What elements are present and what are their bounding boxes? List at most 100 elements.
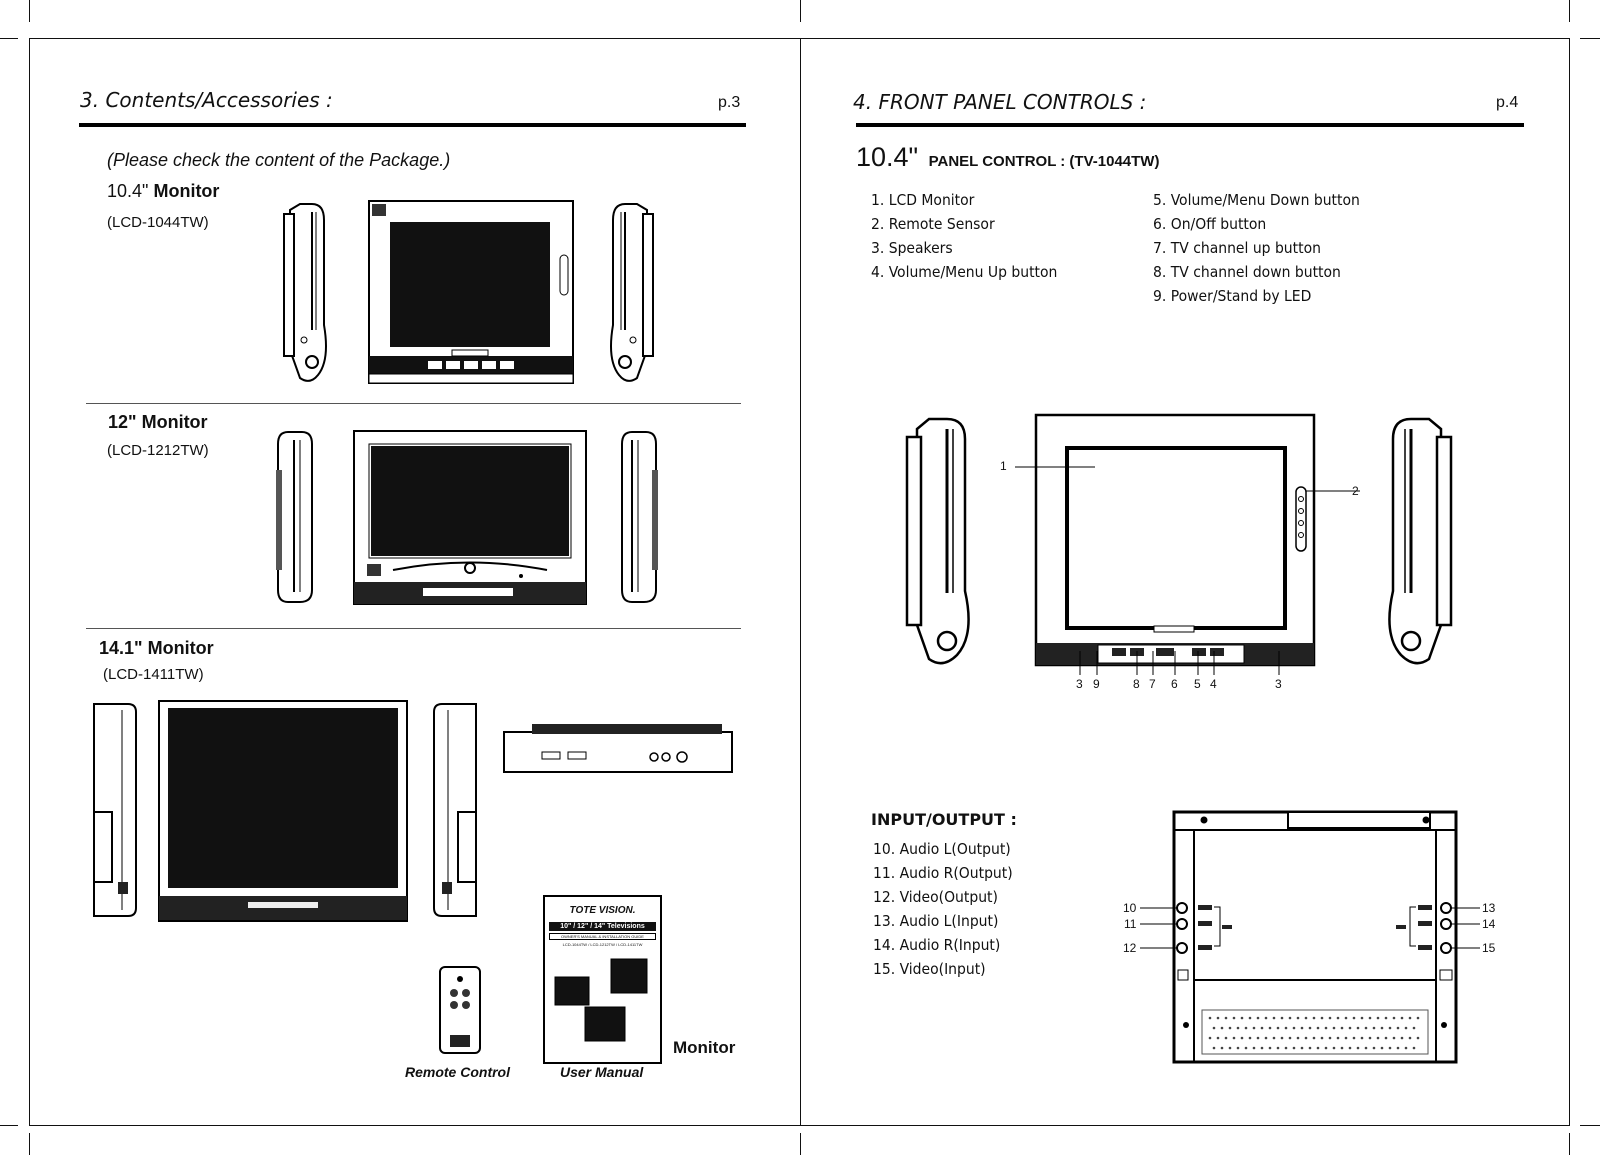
crop-mark bbox=[1580, 38, 1600, 39]
monitor-12-side-left bbox=[276, 431, 313, 603]
monitor-14-side-right bbox=[433, 703, 477, 917]
crop-mark bbox=[1580, 1125, 1600, 1126]
controls-list-right: 5. Volume/Menu Down button 6. On/Off but… bbox=[1153, 188, 1360, 308]
crop-mark bbox=[800, 0, 801, 22]
list-item: 1. LCD Monitor bbox=[871, 191, 975, 209]
callout-14: 14 bbox=[1482, 917, 1496, 931]
section-title: 4. FRONT PANEL CONTROLS : bbox=[853, 90, 1147, 114]
monitor-label: Monitor bbox=[153, 181, 220, 201]
list-item: 3. Speakers bbox=[871, 239, 953, 257]
page-border bbox=[29, 1125, 1570, 1126]
callout-15: 15 bbox=[1482, 941, 1496, 955]
panel-heading: 10.4" PANEL CONTROL : (TV-1044TW) bbox=[856, 142, 1159, 173]
monitor-caption: Monitor bbox=[673, 1038, 736, 1057]
monitor-label: Monitor bbox=[141, 412, 208, 432]
divider bbox=[86, 403, 741, 404]
monitor-12-side-right bbox=[621, 431, 658, 603]
monitor-size: 10.4" bbox=[107, 181, 149, 201]
panel-size: 10.4" bbox=[856, 142, 919, 172]
list-item: 2. Remote Sensor bbox=[871, 215, 995, 233]
section-title: 3. Contents/Accessories : bbox=[80, 88, 333, 112]
monitor-14-side-left bbox=[93, 703, 137, 917]
manual-caption: User Manual bbox=[560, 1064, 644, 1080]
monitor-size: 14.1" bbox=[99, 638, 143, 658]
monitor-10-side-right bbox=[610, 203, 654, 382]
callout-5: 5 bbox=[1194, 677, 1201, 691]
callout-10: 10 bbox=[1123, 901, 1137, 915]
manual-brand: TOTE VISION. bbox=[569, 905, 636, 916]
callout-9: 9 bbox=[1093, 677, 1100, 691]
crop-mark bbox=[800, 1133, 801, 1155]
model-number: (LCD-1044TW) bbox=[107, 214, 209, 231]
user-manual-image: TOTE VISION. 10" / 12" / 14" Televisions… bbox=[543, 895, 662, 1064]
list-item: 7. TV channel up button bbox=[1153, 239, 1321, 257]
monitor-14-front bbox=[158, 700, 408, 922]
crop-mark bbox=[0, 38, 18, 39]
monitor-label: Monitor bbox=[147, 638, 214, 658]
callout-12: 12 bbox=[1123, 941, 1137, 955]
controls-list-left: 1. LCD Monitor 2. Remote Sensor 3. Speak… bbox=[871, 188, 1057, 284]
crop-mark bbox=[29, 0, 30, 22]
model-number: (LCD-1212TW) bbox=[107, 442, 209, 459]
callout-11: 11 bbox=[1124, 917, 1137, 931]
list-item: 10. Audio L(Output) bbox=[873, 840, 1011, 858]
callout-8: 8 bbox=[1133, 677, 1140, 691]
crop-mark bbox=[0, 1125, 18, 1126]
list-item: 8. TV channel down button bbox=[1153, 263, 1341, 281]
page-number: p.3 bbox=[718, 94, 741, 111]
callout-3: 3 bbox=[1275, 677, 1282, 691]
crop-mark bbox=[1569, 1133, 1570, 1155]
callout-13: 13 bbox=[1482, 901, 1496, 915]
divider bbox=[86, 628, 741, 629]
page-border bbox=[29, 38, 30, 1126]
callout-1: 1 bbox=[1000, 459, 1007, 473]
monitor-10-side-left bbox=[283, 203, 327, 382]
io-title: INPUT/OUTPUT : bbox=[871, 810, 1017, 829]
monitor-12-front bbox=[353, 430, 587, 605]
monitor-14-bottom bbox=[503, 724, 733, 773]
list-item: 9. Power/Stand by LED bbox=[1153, 287, 1312, 305]
list-item: 12. Video(Output) bbox=[873, 888, 998, 906]
rear-callout-lines bbox=[1140, 907, 1480, 949]
remote-caption: Remote Control bbox=[405, 1064, 510, 1080]
package-note: (Please check the content of the Package… bbox=[107, 150, 451, 170]
monitor-size: 12" bbox=[108, 412, 137, 432]
callout-3: 3 bbox=[1076, 677, 1083, 691]
page-border bbox=[1569, 38, 1570, 1126]
list-item: 6. On/Off button bbox=[1153, 215, 1267, 233]
callout-6: 6 bbox=[1171, 677, 1178, 691]
front-panel-diagram bbox=[1015, 413, 1360, 675]
remote-control-image bbox=[439, 966, 481, 1054]
panel-title: PANEL CONTROL : (TV-1044TW) bbox=[928, 153, 1160, 170]
monitor-10-front bbox=[368, 200, 574, 384]
speaker-grill bbox=[1208, 1016, 1420, 1050]
monitor-heading: 10.4" Monitor bbox=[107, 181, 219, 202]
page-fold bbox=[800, 38, 801, 1126]
crop-mark bbox=[1569, 0, 1570, 22]
callout-4: 4 bbox=[1210, 677, 1217, 691]
rear-panel-diagram bbox=[1172, 810, 1458, 1064]
monitor-heading: 12" Monitor bbox=[108, 412, 208, 433]
manual-subtitle: OWNER'S MANUAL & INSTALLATION GUIDE bbox=[549, 933, 656, 940]
manual-models: LCD-1044TW / LCD-1212TW / LCD-1411TW bbox=[562, 942, 643, 947]
crop-mark bbox=[29, 1133, 30, 1155]
manual-band: 10" / 12" / 14" Televisions bbox=[549, 922, 656, 931]
page-number: p.4 bbox=[1496, 94, 1519, 111]
list-item: 5. Volume/Menu Down button bbox=[1153, 191, 1360, 209]
manual-tv-illustration bbox=[554, 958, 648, 1042]
list-item: 14. Audio R(Input) bbox=[873, 936, 1001, 954]
model-number: (LCD-1411TW) bbox=[103, 666, 204, 683]
list-item: 4. Volume/Menu Up button bbox=[871, 263, 1058, 281]
list-item: 15. Video(Input) bbox=[873, 960, 986, 978]
title-rule bbox=[79, 123, 746, 127]
front-panel-side-left bbox=[905, 417, 970, 665]
callout-7: 7 bbox=[1149, 677, 1156, 691]
page-border bbox=[29, 38, 1570, 39]
callout-2: 2 bbox=[1352, 484, 1359, 498]
list-item: 11. Audio R(Output) bbox=[873, 864, 1013, 882]
io-list: 10. Audio L(Output) 11. Audio R(Output) … bbox=[873, 837, 1013, 981]
title-rule bbox=[856, 123, 1524, 127]
monitor-heading: 14.1" Monitor bbox=[99, 638, 214, 659]
front-panel-side-right bbox=[1388, 417, 1453, 665]
list-item: 13. Audio L(Input) bbox=[873, 912, 999, 930]
